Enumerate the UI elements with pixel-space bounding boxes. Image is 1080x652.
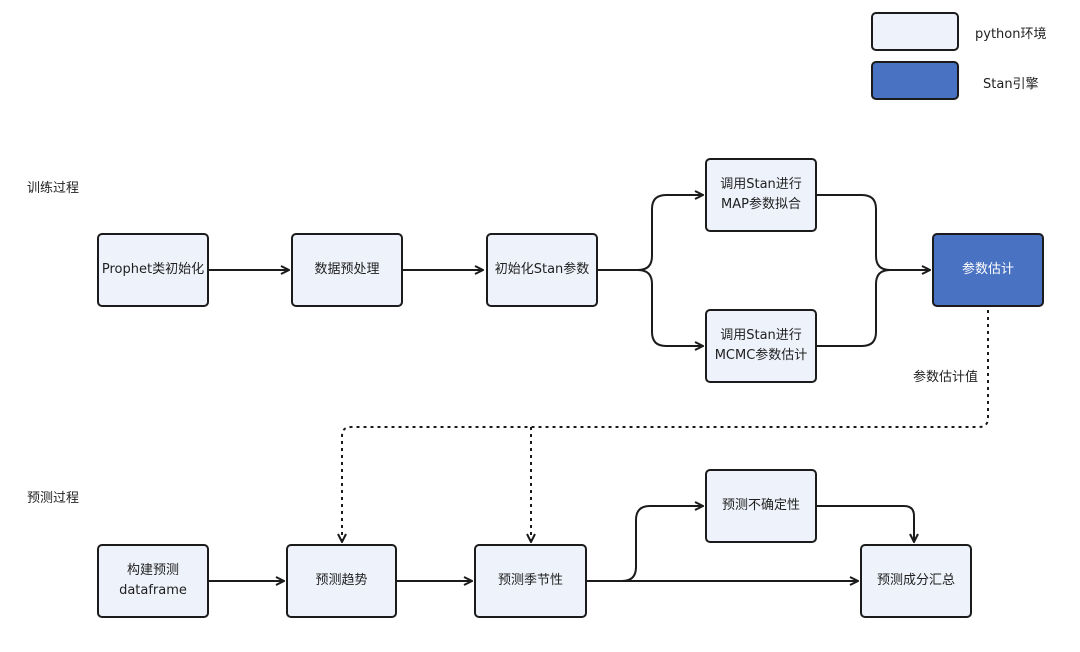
edge-label-param-values: 参数估计值 <box>913 370 979 385</box>
node-seasonality: 预测季节性 <box>474 544 587 618</box>
node-stan-init-label: 初始化Stan参数 <box>494 261 590 277</box>
arrow-staninit-to-map <box>598 195 702 271</box>
node-stan-init: 初始化Stan参数 <box>486 233 598 307</box>
legend-python-swatch <box>871 12 959 51</box>
node-build-df: 构建预测 dataframe <box>97 544 209 618</box>
arrow-mcmc-to-param <box>817 269 891 347</box>
node-param-est: 参数估计 <box>932 233 1044 307</box>
legend-stan-swatch <box>871 61 959 100</box>
node-uncertainty-label: 预测不确定性 <box>721 497 800 513</box>
arrow-map-to-param <box>817 194 929 270</box>
node-param-est-label: 参数估计 <box>961 261 1014 277</box>
section-training-title: 训练过程 <box>27 181 80 196</box>
node-aggregate: 预测成分汇总 <box>860 544 972 618</box>
section-predicting-title: 预测过程 <box>27 491 80 506</box>
node-build-df-label: 构建预测 dataframe <box>119 562 187 598</box>
node-uncertainty: 预测不确定性 <box>705 469 817 543</box>
node-preprocess: 数据预处理 <box>291 233 403 307</box>
node-mcmc-est: 调用Stan进行 MCMC参数估计 <box>705 309 817 383</box>
node-prophet-init: Prophet类初始化 <box>97 233 209 307</box>
arrow-uncertainty-to-aggregate <box>817 505 914 541</box>
node-mcmc-est-label: 调用Stan进行 MCMC参数估计 <box>714 327 808 363</box>
node-aggregate-label: 预测成分汇总 <box>876 572 955 588</box>
arrow-staninit-to-mcmc <box>637 269 702 346</box>
legend-stan-label: Stan引擎 <box>983 77 1039 92</box>
node-preprocess-label: 数据预处理 <box>314 261 380 277</box>
node-trend-label: 预测趋势 <box>315 572 368 588</box>
node-map-fit-label: 调用Stan进行 MAP参数拟合 <box>720 176 802 212</box>
node-map-fit: 调用Stan进行 MAP参数拟合 <box>705 158 817 232</box>
legend-python-label: python环境 <box>975 27 1047 42</box>
node-seasonality-label: 预测季节性 <box>497 572 563 588</box>
node-trend: 预测趋势 <box>286 544 397 618</box>
arrow-seasonality-to-uncertainty <box>587 506 702 582</box>
node-prophet-init-label: Prophet类初始化 <box>101 261 205 277</box>
arrow-param-to-trend-dotted <box>342 310 989 541</box>
